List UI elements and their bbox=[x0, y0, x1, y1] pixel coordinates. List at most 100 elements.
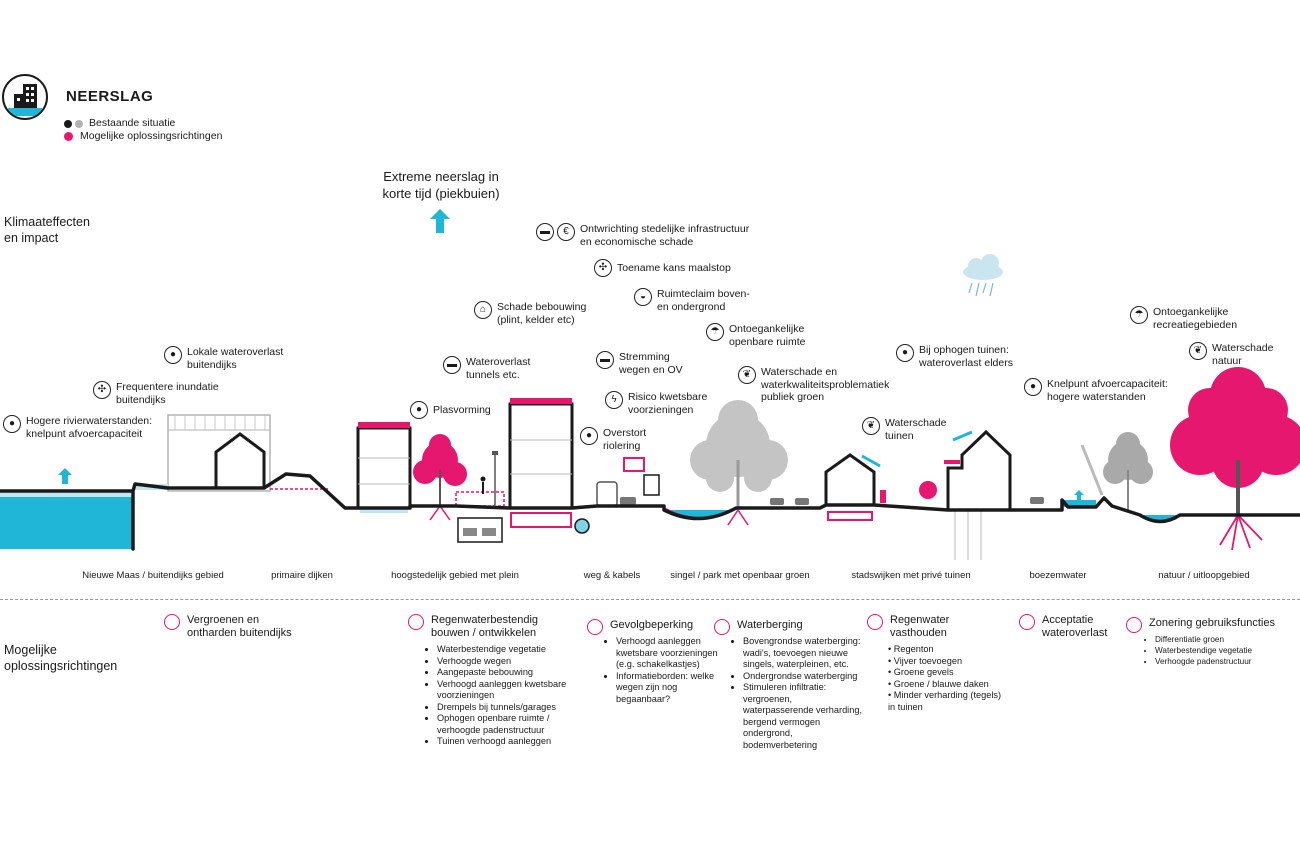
zone-label-primaire-dijken: primaire dijken bbox=[271, 570, 333, 581]
legend-existing: Bestaande situatie bbox=[64, 117, 175, 130]
section-divider bbox=[0, 599, 1300, 600]
solution-list: Differentiatie groenWaterbestendige vege… bbox=[1141, 634, 1275, 667]
bus bbox=[596, 481, 618, 507]
solution-ring-icon bbox=[408, 614, 424, 630]
grey-nature-tree bbox=[1103, 432, 1153, 484]
annotation-ophogen-tuinen: ● Bij ophogen tuinen:wateroverlast elder… bbox=[896, 344, 1013, 369]
parking-garage bbox=[457, 517, 503, 543]
drop-icon: ● bbox=[896, 344, 914, 362]
legend-dot-black bbox=[64, 119, 72, 128]
sewer-pipe bbox=[574, 518, 590, 534]
zone-label-singel-park: singel / park met openbaar groen bbox=[670, 570, 810, 581]
suburban-house-2 bbox=[946, 429, 1012, 512]
solution-ring-icon bbox=[1019, 614, 1035, 630]
annotation-ruimteclaim: ◒ Ruimteclaim boven-en ondergrond bbox=[634, 288, 750, 313]
leaf-icon: ❦ bbox=[1189, 342, 1207, 360]
legend-solutions-label: Mogelijke oplossingsrichtingen bbox=[80, 130, 223, 142]
drop-icon: ● bbox=[410, 401, 428, 419]
annotation-schade-bebouwing: ⌂ Schade bebouwing(plint, kelder etc) bbox=[474, 301, 586, 326]
tall-building-center bbox=[508, 402, 574, 510]
annotation-plasvorming: ● Plasvorming bbox=[410, 401, 491, 419]
cross-section-illustration bbox=[0, 254, 1300, 560]
annotation-ontwrichting: ▬ € Ontwrichting stedelijke infrastructu… bbox=[536, 223, 749, 248]
grey-park-tree bbox=[690, 400, 788, 492]
umbrella-icon: ☂ bbox=[706, 323, 724, 341]
annotation-hogere-rivierwaterstanden: ● Hogere rivierwaterstanden:knelpunt afv… bbox=[3, 415, 152, 440]
solution-ring-icon bbox=[867, 614, 883, 630]
zone-label-boezemwater: boezemwater bbox=[1029, 570, 1087, 581]
tall-building-left bbox=[356, 426, 412, 510]
underground-icon: ◒ bbox=[634, 288, 652, 306]
house-icon: ⌂ bbox=[474, 301, 492, 319]
boezem-water bbox=[1062, 500, 1096, 507]
dike-house bbox=[214, 432, 266, 490]
zone-label-weg-kabels: weg & kabels bbox=[583, 570, 641, 581]
euro-icon: € bbox=[557, 223, 575, 241]
solution-ring-icon bbox=[714, 619, 730, 635]
zone-label-hoogstedelijk: hoogstedelijk gebied met plein bbox=[391, 570, 519, 581]
driver-arrow-icon bbox=[430, 209, 450, 233]
river-rise-arrow bbox=[58, 468, 72, 484]
solution-list: Verhoogd aanleggen kwetsbare voorziening… bbox=[602, 636, 719, 705]
electrical-box bbox=[643, 474, 660, 496]
umbrella-icon: ☂ bbox=[1130, 306, 1148, 324]
suburban-house-1 bbox=[824, 453, 876, 507]
lightning-icon: ϟ bbox=[605, 391, 623, 409]
pink-tree-plaza bbox=[413, 434, 467, 486]
rain-cloud-icon bbox=[963, 254, 1003, 297]
legend-dot-pink bbox=[64, 132, 73, 141]
river-water bbox=[0, 497, 133, 549]
solution-list: Waterbestendige vegetatieVerhoogde wegen… bbox=[423, 644, 568, 748]
solution-waterberging: Waterberging Bovengrondse waterberging: … bbox=[714, 619, 864, 751]
car-icon: ▬ bbox=[596, 351, 614, 369]
zone-label-nieuwe-maas: Nieuwe Maas / buitendijks gebied bbox=[82, 570, 224, 581]
pink-tree-nature bbox=[1170, 367, 1300, 488]
zone-label-stadswijken: stadswijken met privé tuinen bbox=[851, 570, 971, 581]
solution-ring-icon bbox=[587, 619, 603, 635]
annotation-knelpunt-afvoercapaciteit: ● Knelpunt afvoercapaciteit:hogere water… bbox=[1024, 378, 1168, 403]
grey-building bbox=[167, 414, 271, 492]
drop-icon: ● bbox=[1024, 378, 1042, 396]
solutions-section-label: Mogelijke oplossingsrichtingen bbox=[4, 643, 118, 673]
drop-icon: ● bbox=[164, 346, 182, 364]
leaf-icon: ❦ bbox=[862, 417, 880, 435]
page-title: NEERSLAG bbox=[66, 88, 154, 105]
drop-icon: ● bbox=[580, 427, 598, 445]
building-rain-icon bbox=[8, 84, 42, 116]
legend-dot-grey bbox=[75, 119, 83, 128]
legend-solutions: Mogelijke oplossingsrichtingen bbox=[64, 130, 222, 143]
zone-label-natuur: natuur / uitloopgebied bbox=[1158, 570, 1250, 581]
ground-profile bbox=[0, 472, 1300, 551]
solution-ring-icon bbox=[164, 614, 180, 630]
impact-section-label: Klimaateffecten en impact bbox=[4, 215, 90, 245]
leaf-icon: ❦ bbox=[738, 366, 756, 384]
solution-ring-icon bbox=[1126, 617, 1142, 633]
solution-list: Bovengrondse waterberging: wadi's, toevo… bbox=[729, 636, 864, 751]
solution-list: • Regenton• Vijver toevoegen • Groene ge… bbox=[888, 644, 1002, 712]
driver-label: Extreme neerslag in korte tijd (piekbuie… bbox=[382, 169, 500, 201]
info-sign bbox=[623, 457, 645, 472]
solution-gevolgbeperking: Gevolgbeperking Verhoogd aanleggen kwets… bbox=[587, 619, 719, 705]
legend-existing-label: Bestaande situatie bbox=[89, 117, 176, 129]
car-icon: ▬ bbox=[443, 356, 461, 374]
annotation-maalstop: ✣ Toename kans maalstop bbox=[594, 259, 731, 277]
fan-icon: ✣ bbox=[594, 259, 612, 277]
drop-icon: ● bbox=[3, 415, 21, 433]
fan-icon: ✣ bbox=[93, 381, 111, 399]
theme-logo bbox=[2, 74, 48, 120]
solution-zonering: Zonering gebruiksfuncties Differentiatie… bbox=[1126, 617, 1298, 667]
